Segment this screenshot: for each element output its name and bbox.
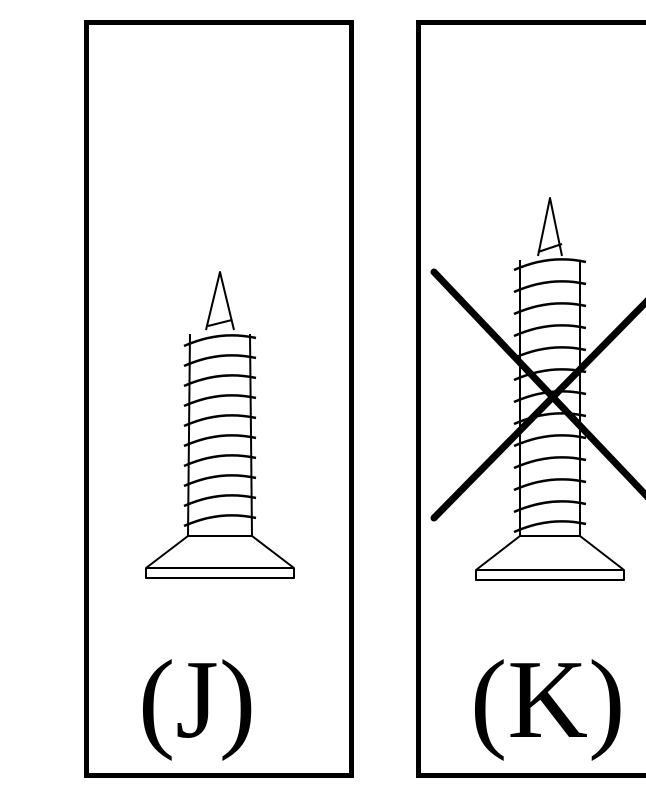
panel-label-k: (K) bbox=[470, 638, 626, 762]
panel-j bbox=[84, 20, 354, 778]
panel-k bbox=[416, 20, 646, 778]
panel-label-j: (J) bbox=[138, 638, 257, 762]
screw-icon bbox=[475, 197, 625, 581]
cross-mark-icon bbox=[430, 268, 646, 522]
screw-icon bbox=[145, 271, 295, 579]
